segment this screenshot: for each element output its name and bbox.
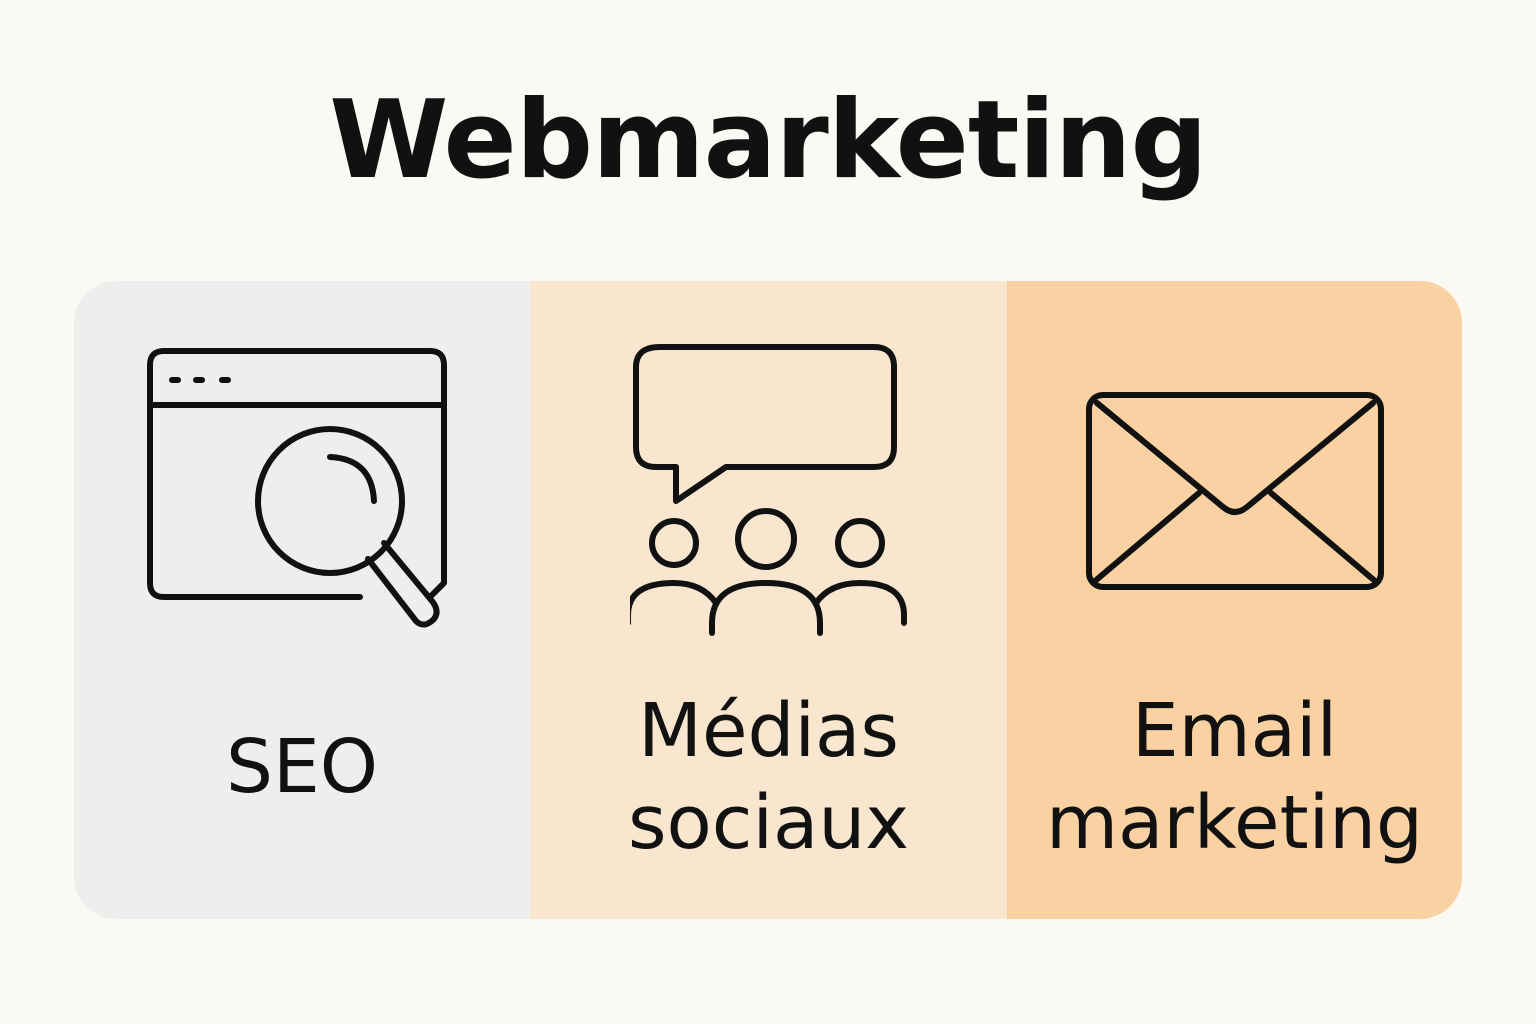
label-line-1: Email [1131,688,1338,774]
page-title: Webmarketing [329,78,1208,203]
label-line-2: marketing [1045,780,1424,866]
panel-social-media: Médias sociaux [530,281,1007,919]
channels-card: SEO Médias sociaux Email marketing [74,281,1462,919]
speech-bubble-people-icon [630,344,907,636]
envelope-icon [1086,392,1384,590]
label-line-2: sociaux [627,780,910,866]
browser-search-icon [147,348,447,628]
label-seo: SEO [226,724,378,810]
label-email-marketing: Email marketing [1007,685,1462,869]
panel-seo: SEO [74,281,530,919]
label-line-1: Médias [638,688,899,774]
label-social-media: Médias sociaux [530,685,1007,869]
panel-email-marketing: Email marketing [1007,281,1462,919]
